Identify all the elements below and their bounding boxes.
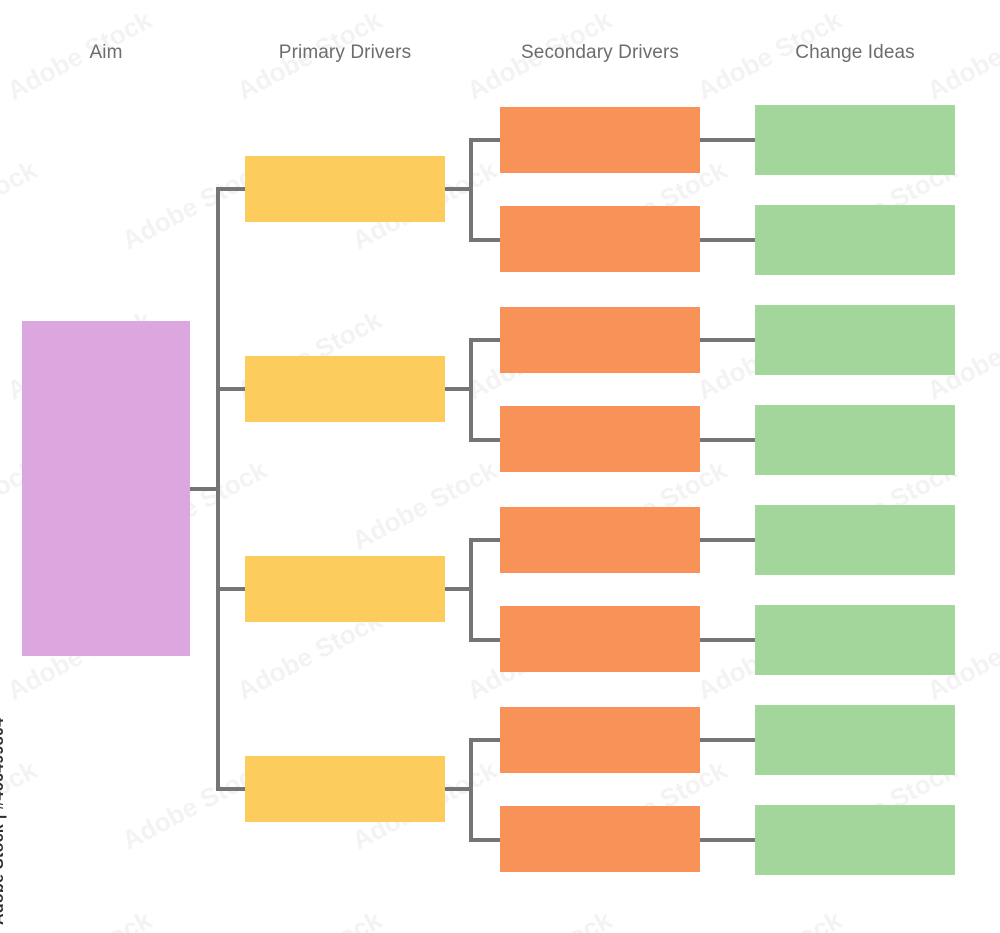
watermark-tile: Adobe Stock — [692, 905, 847, 933]
primary-driver-node-3[interactable] — [245, 556, 445, 622]
connector-secondary-branch-1 — [469, 138, 473, 240]
aim-node-1[interactable] — [22, 321, 190, 656]
change-idea-node-5[interactable] — [755, 505, 955, 575]
change-idea-node-6[interactable] — [755, 605, 955, 675]
connector-secondary-in-2 — [469, 238, 502, 242]
connector-change-link-6 — [698, 638, 757, 642]
primary-driver-node-4[interactable] — [245, 756, 445, 822]
connector-primary-out-2 — [445, 387, 473, 391]
connector-primary-trunk — [216, 189, 220, 791]
connector-secondary-in-5 — [469, 538, 502, 542]
connector-secondary-in-8 — [469, 838, 502, 842]
connector-secondary-in-7 — [469, 738, 502, 742]
connector-secondary-branch-4 — [469, 738, 473, 840]
connector-primary-in-2 — [216, 387, 247, 391]
watermark-tile: Adobe Stock — [2, 905, 157, 933]
column-header-change: Change Ideas — [795, 42, 915, 63]
change-idea-node-7[interactable] — [755, 705, 955, 775]
connector-primary-in-4 — [216, 787, 247, 791]
watermark-tile: Adobe Stock — [0, 154, 42, 256]
watermark-tile: Adobe Stock — [922, 905, 1000, 933]
connector-change-link-3 — [698, 338, 757, 342]
connector-secondary-in-4 — [469, 438, 502, 442]
column-header-primary: Primary Drivers — [278, 42, 412, 63]
secondary-driver-node-5[interactable] — [500, 507, 700, 573]
secondary-driver-node-7[interactable] — [500, 707, 700, 773]
connector-secondary-in-3 — [469, 338, 502, 342]
connector-primary-in-1 — [216, 187, 247, 191]
connector-primary-out-1 — [445, 187, 473, 191]
change-idea-node-2[interactable] — [755, 205, 955, 275]
secondary-driver-node-6[interactable] — [500, 606, 700, 672]
watermark-tile: Adobe Stock — [232, 905, 387, 933]
connector-secondary-branch-3 — [469, 538, 473, 640]
connector-change-link-8 — [698, 838, 757, 842]
secondary-driver-node-8[interactable] — [500, 806, 700, 872]
change-idea-node-8[interactable] — [755, 805, 955, 875]
connector-primary-out-3 — [445, 587, 473, 591]
change-idea-node-4[interactable] — [755, 405, 955, 475]
secondary-driver-node-1[interactable] — [500, 107, 700, 173]
connector-secondary-in-1 — [469, 138, 502, 142]
connector-aim-stub — [190, 487, 220, 491]
connector-change-link-5 — [698, 538, 757, 542]
stock-id-watermark: Adobe Stock | #466499804 — [0, 717, 7, 925]
watermark-tile: Adobe Stock — [462, 905, 617, 933]
watermark-tile: Adobe Stock — [2, 4, 157, 106]
primary-driver-node-2[interactable] — [245, 356, 445, 422]
connector-primary-out-4 — [445, 787, 473, 791]
change-idea-node-1[interactable] — [755, 105, 955, 175]
secondary-driver-node-2[interactable] — [500, 206, 700, 272]
secondary-driver-node-3[interactable] — [500, 307, 700, 373]
connector-change-link-7 — [698, 738, 757, 742]
connector-change-link-1 — [698, 138, 757, 142]
column-header-secondary: Secondary Drivers — [521, 42, 679, 63]
connector-secondary-branch-2 — [469, 338, 473, 440]
connector-change-link-2 — [698, 238, 757, 242]
change-idea-node-3[interactable] — [755, 305, 955, 375]
watermark-tile: Adobe Stock — [922, 5, 1000, 106]
primary-driver-node-1[interactable] — [245, 156, 445, 222]
connector-secondary-in-6 — [469, 638, 502, 642]
column-header-aim: Aim — [89, 42, 123, 63]
secondary-driver-node-4[interactable] — [500, 406, 700, 472]
connector-primary-in-3 — [216, 587, 247, 591]
connector-change-link-4 — [698, 438, 757, 442]
